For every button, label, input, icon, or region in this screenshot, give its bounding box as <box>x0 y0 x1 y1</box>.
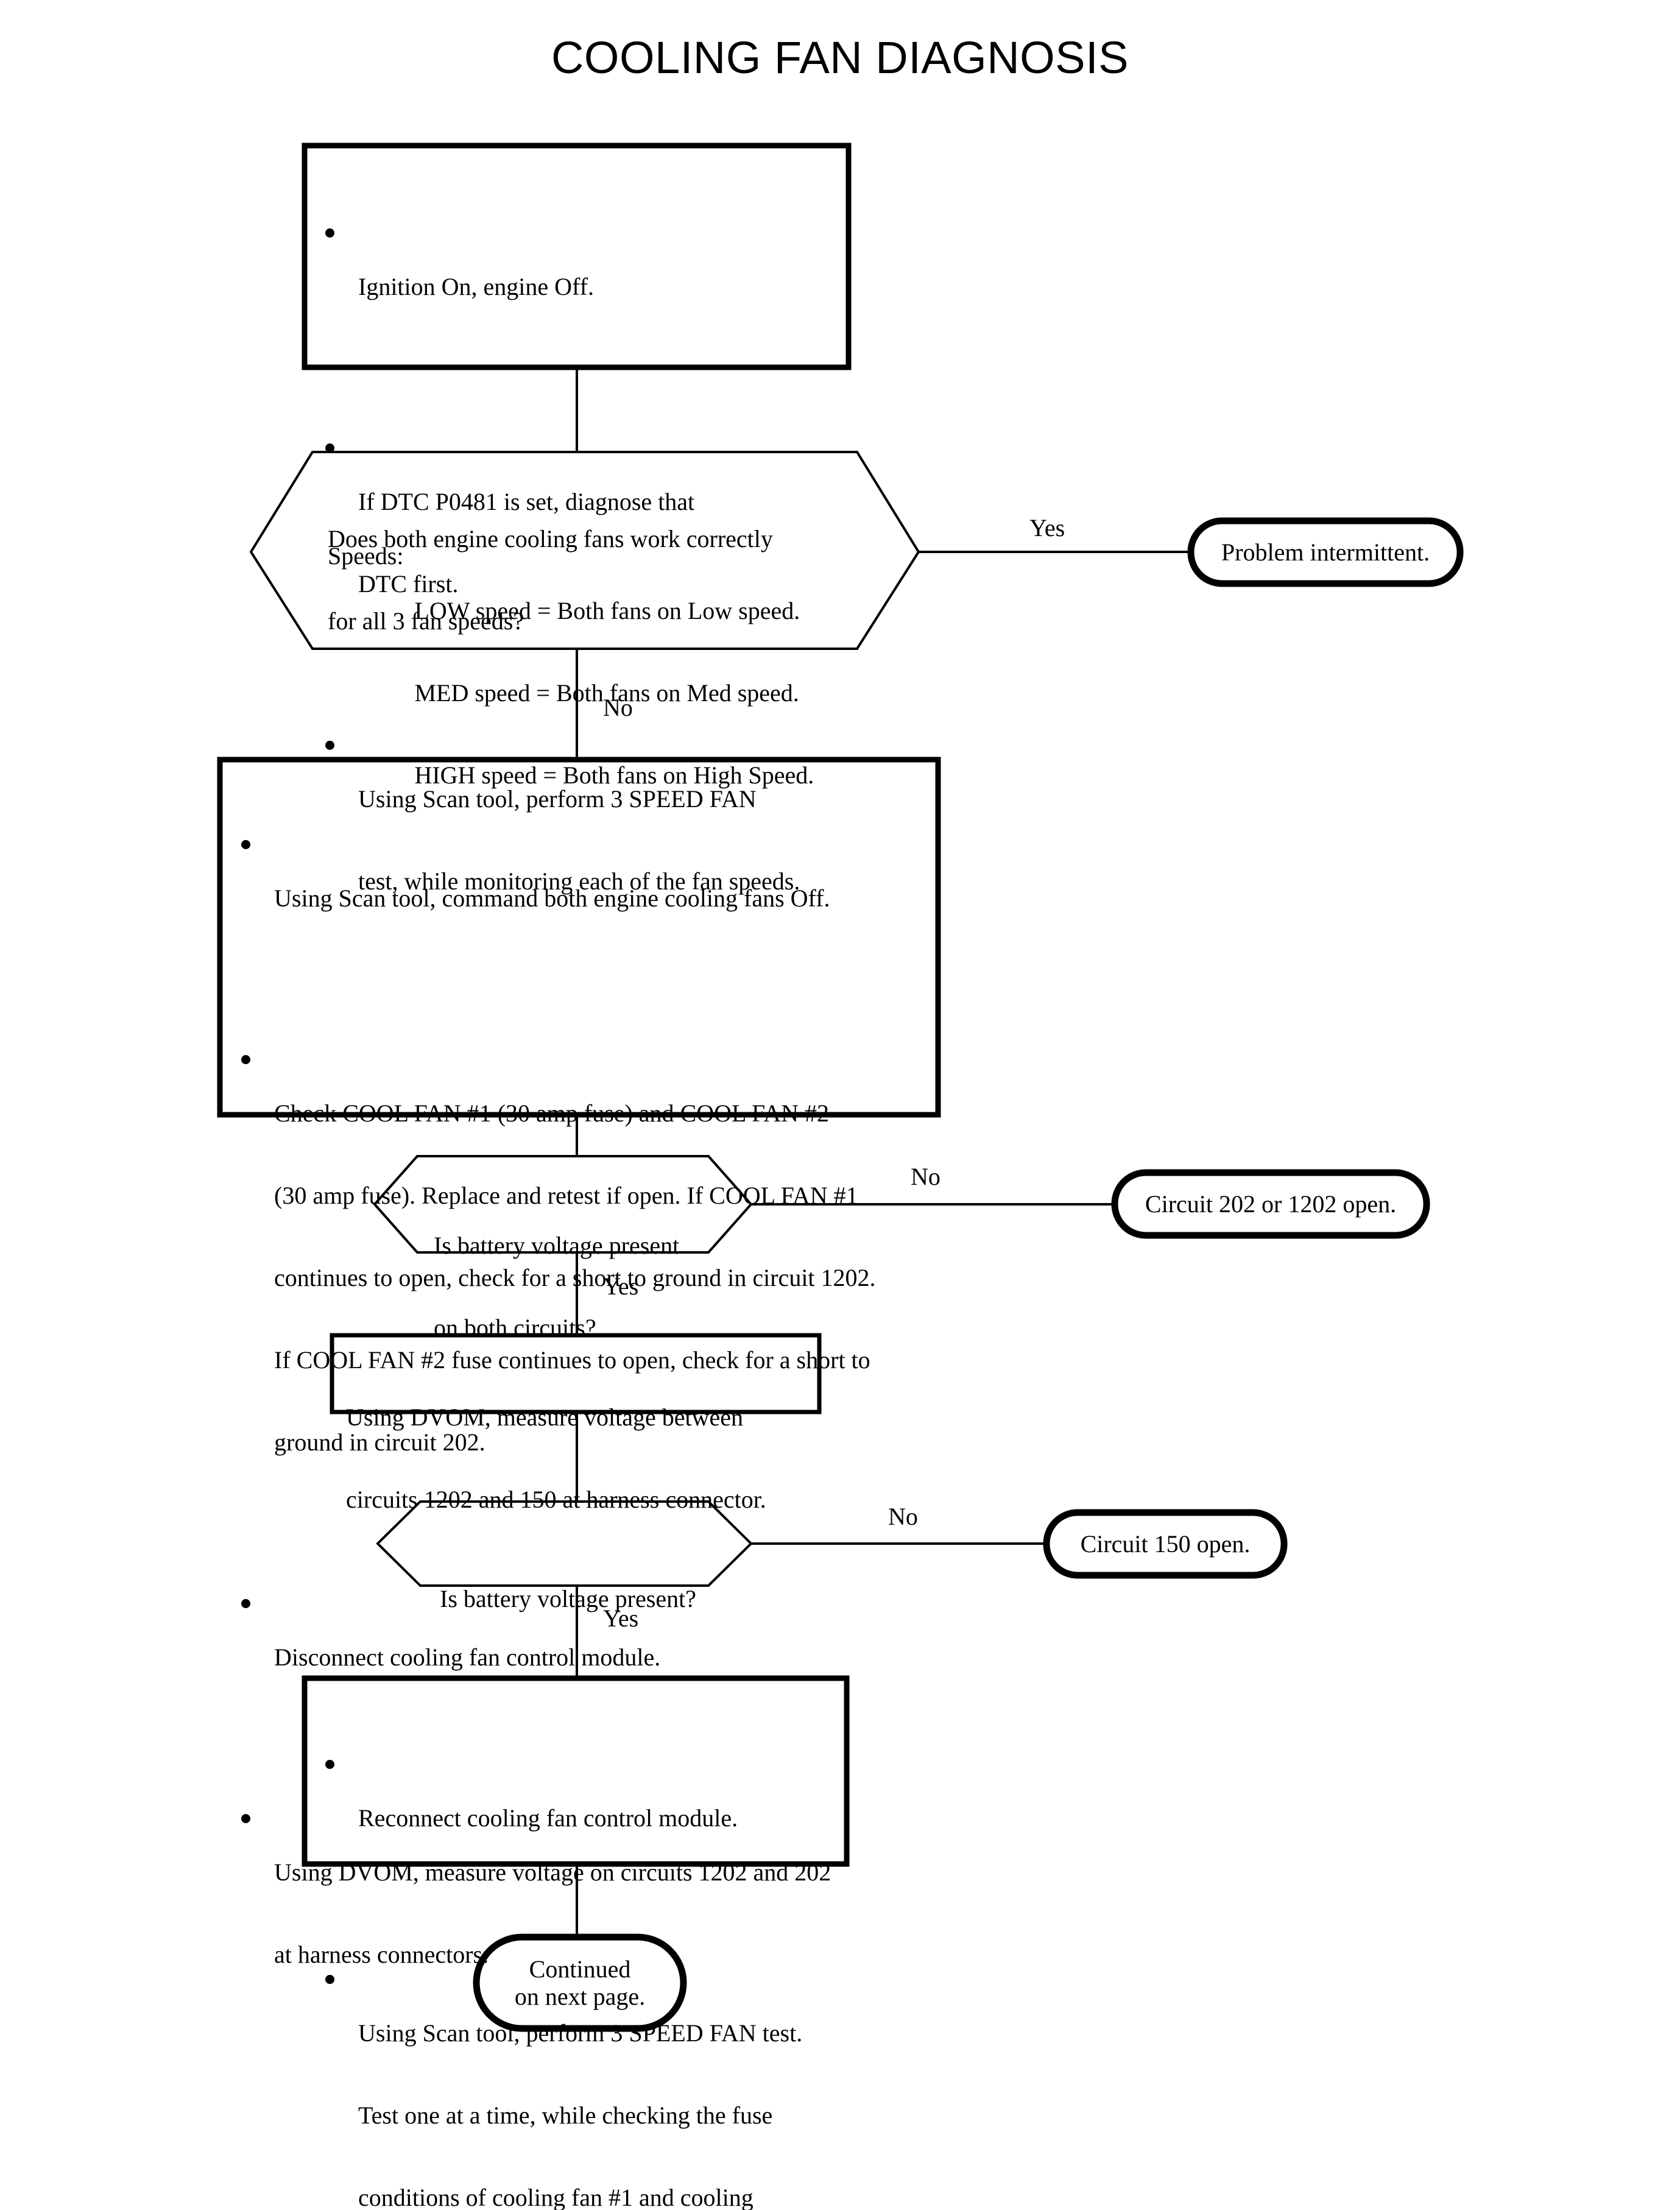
shape-terminal2-rounded <box>1111 1169 1430 1239</box>
terminal-line: Circuit 150 open. <box>1080 1530 1251 1558</box>
decision3-no-label: No <box>888 1503 918 1530</box>
terminal-line: Problem intermittent. <box>1221 538 1430 566</box>
decision2-no-label: No <box>911 1163 941 1190</box>
shape-step3-box <box>330 1333 822 1414</box>
shape-step2-box <box>217 757 941 1118</box>
decision3-yes-label: Yes <box>603 1605 639 1632</box>
list-item: Using Scan tool, command both engine coo… <box>233 830 927 967</box>
shape-terminal3-rounded <box>1043 1509 1288 1579</box>
terminal-line: on next page. <box>514 1983 646 2010</box>
terminal-line: Circuit 202 or 1202 open. <box>1145 1190 1397 1218</box>
terminal-circuit-150-open: Circuit 150 open. <box>1046 1513 1284 1575</box>
shape-terminal4-rounded <box>473 1933 687 2032</box>
shape-step1-box <box>302 143 852 370</box>
list-item: Reconnect cooling fan control module. <box>317 1749 841 1887</box>
decision3-question: Is battery voltage present? <box>440 1585 696 1612</box>
decision1-no-label: No <box>603 694 633 721</box>
list-item: Using Scan tool, perform 3 SPEED FAN tes… <box>317 730 841 950</box>
page-title: COOLING FAN DIAGNOSIS <box>551 32 1129 83</box>
list-item: If DTC P0481 is set, diagnose that DTC f… <box>317 433 841 652</box>
terminal-problem-intermittent: Problem intermittent. <box>1191 521 1460 584</box>
step1-bullet-list: Ignition On, engine Off. If DTC P0481 is… <box>317 163 841 1004</box>
step4-bullet-list: Reconnect cooling fan control module. Us… <box>317 1695 841 2210</box>
terminal-circuit-202-or-1202-open: Circuit 202 or 1202 open. <box>1115 1173 1427 1235</box>
list-item: Disconnect cooling fan control module. <box>233 1589 927 1726</box>
list-item: Check COOL FAN #1 (30 amp fuse) and COOL… <box>233 1045 927 1511</box>
shape-decision1-hexagon <box>249 451 920 650</box>
shape-decision2-hexagon <box>373 1155 753 1254</box>
terminal-line: Continued <box>529 1955 631 1983</box>
list-item: Using Scan tool, perform 3 SPEED FAN tes… <box>317 1965 841 2210</box>
decision2-yes-label: Yes <box>603 1273 639 1300</box>
decision1-yes-label: Yes <box>1029 514 1065 542</box>
speeds-label: Speeds: <box>328 542 404 570</box>
shape-step4-box <box>302 1675 850 1867</box>
list-item: Using DVOM, measure voltage on circuits … <box>233 1804 927 2023</box>
decision1-question: Does both engine cooling fans work corre… <box>328 525 773 635</box>
list-item: Ignition On, engine Off. <box>317 218 841 355</box>
step2-bullet-list: Using Scan tool, command both engine coo… <box>233 775 927 2078</box>
shape-terminal1-rounded <box>1187 517 1464 587</box>
decision2-question: Is battery voltage present on both circu… <box>434 1232 680 1341</box>
speeds-rows: LOW speed = Both fans on Low speed. MED … <box>414 597 814 789</box>
step3-text: Using DVOM, measure voltage between circ… <box>346 1403 766 1513</box>
shape-decision3-hexagon <box>376 1500 753 1587</box>
terminal-continued-on-next-page: Continued on next page. <box>476 1937 683 2028</box>
decision1-speeds: Speeds: LOW speed = Both fans on Low spe… <box>328 542 814 844</box>
